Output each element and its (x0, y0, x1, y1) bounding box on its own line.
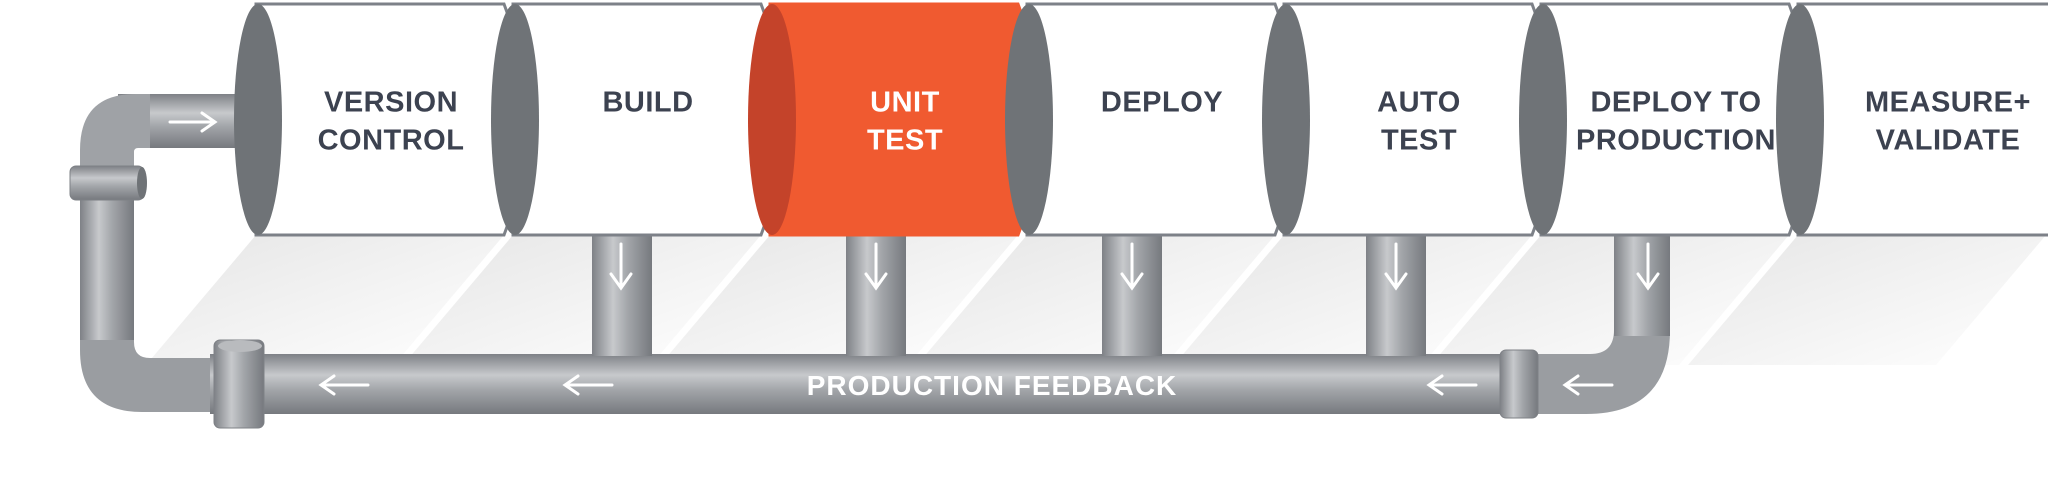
stage-2: BUILD (491, 2, 805, 237)
stage-7: MEASURE+ VALIDATE (1776, 2, 2048, 237)
drop-shadows (146, 235, 2046, 365)
stage-label-line1: AUTO (1377, 87, 1461, 119)
arrow-left-icon (562, 374, 614, 396)
stage-cap (491, 4, 539, 235)
stage-shadow (1431, 235, 1789, 365)
stage-5: AUTO TEST (1262, 2, 1576, 237)
stage-shadow (1688, 235, 2046, 365)
arrow-right-icon (168, 111, 218, 133)
stage-label-line1: VERSION (324, 87, 458, 119)
stage-cap (234, 4, 282, 235)
stage-shadow (660, 235, 1018, 365)
stage-cap (1776, 4, 1824, 235)
arrow-down-icon (609, 242, 633, 291)
arrow-left-icon (1562, 374, 1614, 396)
stage-3: UNIT TEST (748, 2, 1062, 237)
arrow-down-icon (1120, 242, 1144, 291)
arrow-left-icon (1426, 374, 1478, 396)
stage-label-line2: TEST (1381, 125, 1457, 157)
stage-4: DEPLOY (1005, 2, 1319, 237)
stage-cap (748, 4, 796, 235)
stage-label-line1: BUILD (602, 87, 693, 119)
return-pipe (69, 94, 238, 412)
stage-label-line2: CONTROL (318, 125, 465, 157)
stage-label-line1: MEASURE+ (1865, 87, 2031, 119)
stage-label-line2: PRODUCTION (1576, 125, 1776, 157)
stage-label-line2: TEST (867, 125, 943, 157)
pipeline-stages: VERSION CONTROL BUILD UNIT TEST DEPLOY AUTO TES… (234, 2, 2048, 237)
stage-shadow (403, 235, 761, 365)
arrow-down-icon (1636, 242, 1660, 291)
arrow-down-icon (1384, 242, 1408, 291)
stage-cap (1519, 4, 1567, 235)
stage-cap (1005, 4, 1053, 235)
stage-label-line1: UNIT (870, 87, 940, 119)
stage-label-line1: DEPLOY TO (1590, 87, 1761, 119)
left-arrows (318, 374, 1614, 396)
production-feedback-label: PRODUCTION FEEDBACK (807, 370, 1178, 401)
stage-shadow (917, 235, 1275, 365)
stage-box (1796, 2, 2048, 237)
stage-shadow (1174, 235, 1532, 365)
stage-label-line2: VALIDATE (1876, 125, 2021, 157)
stage-shadow (146, 235, 504, 365)
down-arrows (609, 242, 1660, 291)
stage-cap (1262, 4, 1310, 235)
stage-label-line1: DEPLOY (1101, 87, 1223, 119)
arrow-left-icon (318, 374, 370, 396)
arrow-down-icon (864, 242, 888, 291)
stage-1: VERSION CONTROL (234, 2, 548, 237)
